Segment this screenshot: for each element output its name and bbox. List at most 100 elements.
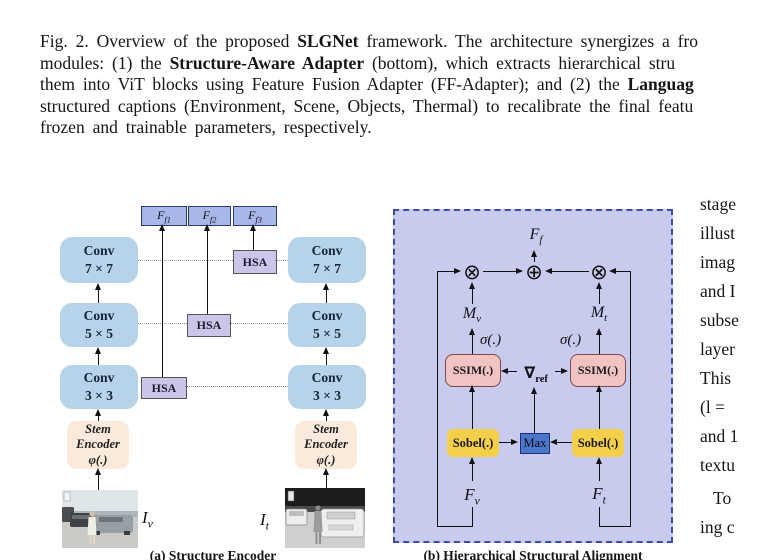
arrow-line	[599, 334, 600, 354]
arrow-line	[472, 391, 473, 429]
hsa-panel: Ff ⊗ ⊕ ⊗ Mv Mt σ(.) σ(.) SSIM(.) SSIM(.)…	[393, 209, 673, 543]
arrowhead	[159, 224, 165, 231]
caption-line-2: modules: (1) the Structure-Aware Adapter…	[40, 52, 676, 73]
arrowhead	[95, 283, 101, 290]
arrowhead	[95, 347, 101, 354]
label-ff: Ff	[529, 226, 543, 247]
arrow-line	[472, 288, 473, 304]
feedback-line	[437, 526, 473, 527]
add-op: ⊕	[525, 260, 543, 284]
label-ft: Ft	[592, 484, 606, 507]
arrow-line	[326, 474, 327, 488]
arrowhead	[596, 385, 602, 392]
input-image-thermal	[285, 488, 365, 548]
ssim-box-left: SSIM(.)	[445, 354, 501, 387]
caption-line-3: them into ViT blocks using Feature Fusio…	[40, 74, 694, 94]
arrow-line	[534, 393, 535, 433]
arrowhead	[469, 457, 475, 464]
body-text-column: stage illust imag and I subse layer This…	[700, 194, 739, 537]
arrow-line	[253, 230, 254, 250]
arrow-line	[207, 230, 208, 314]
arrow-line	[599, 463, 600, 481]
sigma-label-right: σ(.)	[560, 332, 582, 348]
arrow-line	[437, 271, 455, 272]
arrowhead	[511, 439, 518, 445]
figure-caption: Fig. 2. Overview of the proposed SLGNet …	[40, 31, 760, 139]
arrowhead	[204, 224, 210, 231]
arrowhead	[323, 347, 329, 354]
feedback-line	[472, 507, 473, 527]
max-box: Max	[520, 433, 550, 454]
arrow-line	[472, 334, 473, 354]
arrowhead	[596, 328, 602, 335]
input-image-visible	[62, 490, 138, 548]
arrowhead	[469, 282, 475, 289]
feedback-line	[437, 271, 438, 527]
label-mv: Mv	[462, 305, 482, 326]
arrowhead	[561, 368, 568, 374]
subfigure-a-caption: (a) Structure Encoder	[149, 548, 277, 560]
arrow-line	[499, 442, 512, 443]
arrowhead	[531, 387, 537, 394]
arrowhead	[545, 268, 552, 274]
arrowhead	[95, 409, 101, 416]
caption-line-4: structured captions (Environment, Scene,…	[40, 95, 694, 116]
label-mt: Mt	[590, 304, 608, 325]
feedback-line	[599, 526, 631, 527]
arrow-line	[98, 415, 99, 421]
sobel-box-right: Sobel(.)	[572, 429, 624, 457]
arrow-line	[508, 371, 517, 372]
arrow-line	[98, 289, 99, 303]
label-fv: Fv	[464, 485, 480, 508]
label-it: It	[260, 510, 269, 533]
arrowhead	[609, 268, 616, 274]
hsa-box-level3: HSA	[233, 250, 277, 274]
arrowhead	[501, 368, 508, 374]
arrowhead	[454, 268, 461, 274]
arrow-line	[616, 271, 630, 272]
arrow-line	[557, 442, 572, 443]
arrow-line	[599, 288, 600, 304]
arrow-line	[555, 371, 562, 372]
arrowhead	[596, 457, 602, 464]
arrowhead	[550, 439, 557, 445]
dotted-connector	[185, 386, 288, 387]
arrowhead	[469, 385, 475, 392]
arrow-line	[98, 474, 99, 490]
arrowhead	[531, 250, 537, 257]
arrow-line	[534, 256, 535, 262]
hsa-box-level1: HSA	[141, 377, 187, 399]
feedback-line	[599, 507, 600, 527]
arrowhead	[250, 224, 256, 231]
caption-line-1: Fig. 2. Overview of the proposed SLGNet …	[40, 31, 699, 51]
feature-box-ff1: Ff1	[141, 206, 187, 226]
dotted-connector	[275, 260, 288, 261]
ssim-box-right: SSIM(.)	[570, 354, 626, 387]
feature-box-ff3: Ff3	[233, 206, 277, 226]
arrowhead	[95, 468, 101, 475]
arrow-line	[162, 230, 163, 377]
arrowhead	[516, 268, 523, 274]
arrowhead	[323, 468, 329, 475]
hsa-box-level2: HSA	[187, 314, 231, 337]
multiply-op-left: ⊗	[463, 260, 481, 284]
arrow-line	[472, 463, 473, 481]
caption-line-5: frozen and trainable parameters, respect…	[40, 117, 372, 137]
feature-box-ff2: Ff2	[188, 206, 231, 226]
arrow-line	[326, 415, 327, 421]
label-grad-ref: ∇ref	[524, 363, 548, 386]
sobel-box-left: Sobel(.)	[447, 429, 499, 457]
arrowhead	[323, 283, 329, 290]
arrow-line	[483, 271, 517, 272]
subfigure-b-caption: (b) Hierarchical Structural Alignment	[423, 548, 643, 560]
label-iv: Iv	[142, 508, 153, 531]
arrowhead	[596, 282, 602, 289]
